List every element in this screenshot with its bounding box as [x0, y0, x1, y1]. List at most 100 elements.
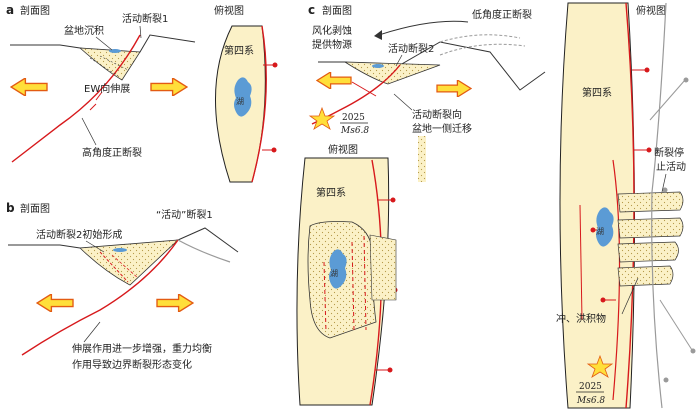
right-grey-dot-2 [690, 348, 696, 354]
panel-a-basin-fill [78, 47, 141, 81]
panel-a-bedding-1 [89, 57, 119, 77]
panel-c-plan-dash-3 [363, 235, 367, 331]
panel-a-section: a 剖面图 盆地沉积 活动断裂1 EW向伸展 高角度正断裂 [6, 3, 196, 163]
panel-a-bedding-2 [99, 55, 129, 71]
right-plan-inner-fault [612, 159, 621, 401]
panel-b-note-line2: 作用导致边界断裂形态变化 [72, 358, 192, 371]
right-plan-lake-label: 湖 [596, 227, 604, 236]
panel-c-migration-line1: 活动断裂向 [412, 108, 462, 121]
panel-c-extension-arrow-right [436, 80, 472, 97]
right-fan-1 [617, 191, 684, 213]
panel-b-basin-fill [79, 239, 180, 286]
panel-c-curved-arrowhead [374, 30, 382, 40]
panel-a-fault-arrow-1 [95, 91, 103, 101]
panel-c-fault2-leader [395, 54, 403, 67]
right-epicenter-star-icon [586, 354, 614, 378]
right-alluvial-leader [621, 277, 639, 315]
panel-a-fault-leader [139, 25, 142, 39]
panel-c-weathering-line2: 提供物源 [312, 38, 352, 51]
right-tick-dot-4 [600, 297, 606, 303]
panel-a-active-fault-label: 活动断裂1 [122, 12, 168, 25]
panel-c-fan-strip [418, 136, 426, 182]
panel-b-fault-1 [21, 239, 179, 356]
right-quake-year: 2025 [579, 382, 602, 392]
panel-b-section-title: 剖面图 [20, 202, 50, 215]
right-tick-dot-1 [644, 67, 650, 73]
right-plan: 俯视图 第四系 湖 断裂停 止活动 冲、洪积物 2025 Ms6 [556, 2, 696, 409]
panel-b-section: b 剖面图 活动断裂2初始形成 “活动”断裂1 伸展作用进一步增强，重力均衡 作… [6, 201, 239, 371]
panel-c-plan-tick-dot-1 [390, 197, 396, 203]
panel-c-epicenter-star-icon [308, 106, 336, 130]
panel-a-plan: 俯视图 湖 第四系 [214, 4, 278, 183]
panel-b-fault2-label: 活动断裂2初始形成 [36, 228, 122, 241]
panel-a-section-title: 剖面图 [20, 4, 50, 17]
right-plan-title: 俯视图 [636, 4, 666, 17]
panel-c-plan: 俯视图 湖 第四系 [296, 143, 398, 406]
panel-c-plan-tick-dot-3 [387, 367, 393, 373]
panel-a-plan-fault [251, 25, 267, 183]
right-tick-dot-2 [646, 147, 652, 153]
panel-b-note-line1: 伸展作用进一步增强，重力均衡 [72, 342, 212, 355]
panel-c-plan-fan [369, 234, 397, 301]
panel-c-low-angle-dashed-1 [439, 34, 521, 43]
right-tick-dot-3 [590, 227, 596, 233]
right-grey-dot-4 [663, 377, 669, 383]
panel-a-extension-arrow-left [10, 78, 48, 96]
panel-a-basin-deposit-label: 盆地沉积 [64, 24, 104, 37]
panel-a-water [109, 49, 121, 53]
panel-c-extension-arrow-left [316, 72, 352, 89]
panel-a-lake [234, 77, 252, 117]
right-plan-quaternary: 第四系 [582, 86, 612, 99]
panel-c-section-title: 剖面图 [322, 4, 352, 17]
right-fan-4 [617, 265, 674, 287]
panel-a-letter: a [6, 3, 14, 17]
panel-c-plan-title: 俯视图 [328, 143, 358, 156]
panel-b-fault-2b-dashed [111, 254, 139, 279]
panel-a-basin-leader [95, 36, 113, 51]
panel-c-active-fault2-label: 活动断裂2 [388, 42, 434, 55]
panel-a-tick-dot-1 [272, 62, 278, 68]
panel-a-high-angle-label: 高角度正断裂 [82, 146, 142, 159]
panel-c-low-angle-label: 低角度正断裂 [472, 8, 532, 21]
panel-a-fault-arrow-2 [89, 103, 97, 111]
panel-c-plan-dash-1 [323, 261, 327, 333]
panel-b-extension-arrow-right [156, 294, 194, 312]
panel-a-quaternary-label: 第四系 [224, 44, 254, 57]
panel-a-plan-title: 俯视图 [214, 4, 244, 17]
panel-b-note-leader [83, 321, 101, 343]
panel-c-quake-year: 2025 [342, 113, 365, 123]
right-quake-mag: Ms6.8 [576, 396, 605, 406]
panel-a-extension-arrow-right [150, 78, 188, 96]
panel-a-extension-label: EW向伸展 [84, 82, 130, 95]
panel-c-section: c 剖面图 风化剥蚀 提供物源 低角度正断裂 活动断裂2 活动断裂向 盆地一侧迁… [308, 3, 546, 182]
right-fault-stop-leader [661, 173, 667, 193]
right-plan-fault-west [579, 204, 583, 321]
right-fan-2 [617, 217, 684, 239]
right-grey-fault [651, 2, 667, 409]
panel-b-water [113, 248, 127, 252]
panel-a-main-fault [11, 34, 141, 163]
panel-c-plan-dash-2 [351, 241, 355, 331]
right-grey-branch-2 [659, 299, 693, 351]
panel-b-letter: b [6, 201, 15, 215]
right-grey-dot-3 [662, 187, 668, 193]
right-plan-lake [596, 207, 614, 247]
panel-c-plan-lake [329, 249, 347, 289]
panel-a-tick-dot-2 [271, 147, 277, 153]
panel-c-migration-leader [393, 93, 413, 111]
panel-c-water [372, 64, 384, 68]
right-alluvial-label: 冲、洪积物 [556, 312, 606, 325]
right-grey-branch-1 [649, 79, 686, 121]
right-grey-dot-1 [683, 77, 689, 83]
panel-b-fault2-leader [85, 240, 105, 253]
panel-c-plan-quaternary: 第四系 [316, 186, 346, 199]
right-fan-3 [617, 241, 679, 263]
right-fault-stop-line2: 止活动 [656, 161, 686, 173]
panel-c-weathering-line1: 风化剥蚀 [312, 24, 352, 37]
panel-b-extension-arrow-left [36, 294, 74, 312]
panel-c-migration-line2: 盆地一侧迁移 [412, 122, 472, 135]
panel-c-fault-splay [351, 81, 377, 97]
panel-b-active-fault-grey [177, 239, 231, 263]
panel-c-low-angle-dashed-2 [439, 43, 526, 56]
